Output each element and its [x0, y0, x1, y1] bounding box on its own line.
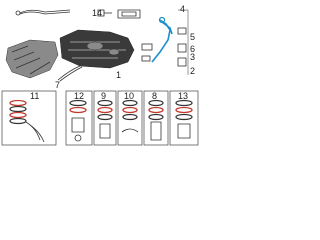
- callout-5: 5: [190, 32, 195, 42]
- callout-1: 1: [116, 70, 121, 80]
- filler-pipe-part: [151, 16, 173, 63]
- tank-strap-part: [57, 65, 83, 82]
- callout-14: 14: [92, 8, 102, 18]
- small-bracket-part: [141, 43, 153, 62]
- heat-shield-part: [5, 39, 59, 79]
- callout-4: 4: [180, 4, 185, 14]
- box-13: [169, 90, 199, 146]
- callout-6: 6: [190, 44, 195, 54]
- fuel-tank-part: [59, 29, 135, 69]
- box-11: [1, 90, 57, 146]
- callout-7: 7: [55, 80, 60, 90]
- vent-hose-part: [15, 9, 71, 16]
- callout-8: 8: [152, 91, 157, 101]
- callout-9: 9: [101, 91, 106, 101]
- fuel-system-diagram: 14 4 5 6 3 2 1 7 11 12 9 10 8 13: [1, 4, 199, 146]
- box-9: [93, 90, 117, 146]
- callout-12: 12: [74, 91, 84, 101]
- box-12: [65, 90, 93, 146]
- bracket-part: [117, 9, 141, 19]
- callout-13: 13: [178, 91, 188, 101]
- callout-10: 10: [124, 91, 134, 101]
- callout-3: 3: [190, 52, 195, 62]
- callout-11: 11: [30, 91, 39, 101]
- box-10: [117, 90, 143, 146]
- filler-cap-part: [177, 27, 187, 67]
- clip-part: [97, 9, 112, 17]
- callout-2: 2: [190, 66, 195, 76]
- box-8: [143, 90, 169, 146]
